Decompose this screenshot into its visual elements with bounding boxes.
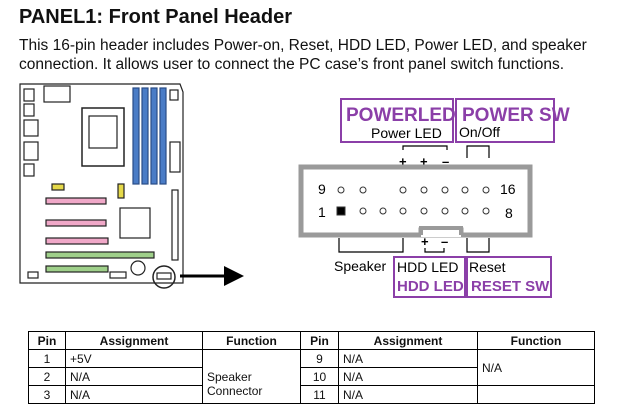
pin-row-top — [337, 186, 490, 194]
description: This 16-pin header includes Power-on, Re… — [19, 36, 629, 74]
bottom-minus: – — [441, 234, 448, 249]
top-brackets — [402, 145, 490, 158]
assignment-a-cell: +5V — [65, 349, 203, 368]
powerled-label: Power LED — [371, 125, 442, 141]
header-function-a: Function — [202, 331, 301, 350]
resetsw-box-label: RESET SW — [471, 278, 550, 295]
header-assignment-a: Assignment — [65, 331, 203, 350]
hddled-box — [393, 256, 466, 298]
powersw-label: On/Off — [459, 124, 500, 140]
function-b-cell-empty — [477, 385, 595, 404]
pin-row-bottom — [336, 206, 490, 216]
pin-a-cell: 1 — [28, 349, 66, 368]
bottom-brackets — [338, 238, 490, 253]
pin-a-cell: 3 — [28, 385, 66, 404]
pin-a-cell: 2 — [28, 367, 66, 386]
hddled-box-label: HDD LED — [397, 278, 464, 295]
pin-1-label: 1 — [318, 204, 326, 220]
pin-9-label: 9 — [318, 181, 326, 197]
top-minus: – — [442, 154, 449, 169]
hddled-label: HDD LED — [397, 259, 458, 275]
table-header-row: Pin Assignment Function Pin Assignment F… — [28, 331, 595, 350]
assignment-a-cell: N/A — [65, 367, 203, 386]
reset-label: Reset — [469, 259, 506, 275]
powerled-box — [340, 98, 454, 143]
bottom-plus: + — [421, 234, 429, 249]
assignment-b-cell: N/A — [338, 349, 478, 368]
pin-16-label: 16 — [500, 181, 516, 197]
powersw-box — [455, 98, 555, 143]
top-plus-2: + — [420, 154, 428, 169]
table-row: 3 N/A 11 N/A — [28, 385, 595, 404]
pin-b-cell: 9 — [300, 349, 339, 368]
pin-b-cell: 11 — [300, 385, 339, 404]
header-pin-a: Pin — [28, 331, 66, 350]
header-function-b: Function — [477, 331, 595, 350]
description-line-2: connection. It allows user to connect th… — [19, 56, 565, 73]
resetsw-box — [466, 256, 552, 298]
pin-b-cell: 10 — [300, 367, 339, 386]
pin-assignment-table: Pin Assignment Function Pin Assignment F… — [28, 331, 595, 404]
page-title: PANEL1: Front Panel Header — [19, 6, 293, 28]
top-plus-1: + — [399, 154, 407, 169]
table-row: 1 +5V Speaker Connector 9 N/A N/A — [28, 349, 595, 404]
assignment-a-cell: N/A — [65, 385, 203, 404]
powerled-box-label: POWERLED — [346, 105, 456, 126]
motherboard-illustration — [19, 83, 184, 289]
powersw-box-label: POWER SW — [462, 105, 570, 126]
header-connector — [298, 164, 533, 238]
function-a-cell: Speaker Connector — [202, 349, 301, 404]
assignment-b-cell: N/A — [338, 367, 478, 386]
speaker-label: Speaker — [334, 258, 386, 274]
pointer-arrow — [180, 266, 244, 286]
assignment-b-cell: N/A — [338, 385, 478, 404]
header-assignment-b: Assignment — [338, 331, 478, 350]
function-b-cell: N/A — [477, 349, 595, 386]
description-line-1: This 16-pin header includes Power-on, Re… — [19, 37, 587, 54]
header-pin-b: Pin — [300, 331, 339, 350]
table-row: 2 N/A 10 N/A — [28, 367, 595, 386]
pin-8-label: 8 — [505, 205, 513, 221]
